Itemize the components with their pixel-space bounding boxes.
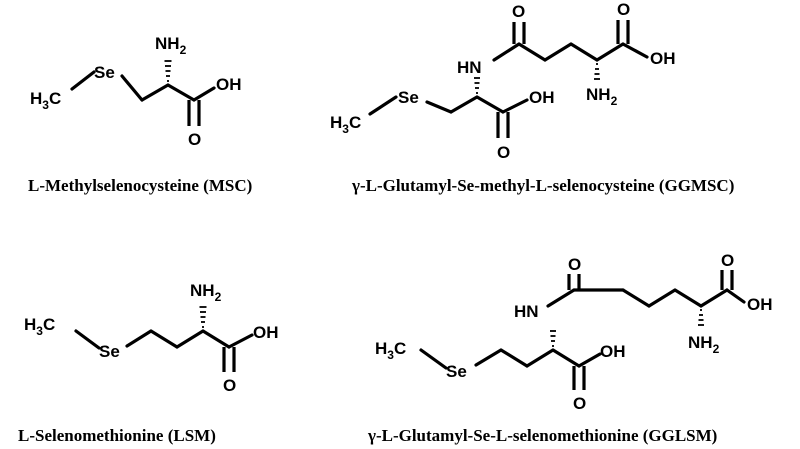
bond bbox=[425, 100, 453, 114]
bond bbox=[149, 329, 179, 349]
bond bbox=[474, 348, 503, 367]
selenium-label: Se bbox=[446, 362, 467, 381]
bond bbox=[70, 70, 96, 91]
structure-gglsm: O O OH HN NH2 H3C Se OH O γ-L-Glutamyl-S… bbox=[367, 251, 773, 445]
bond bbox=[546, 288, 576, 308]
carbonyl-oxygen-label: O bbox=[568, 255, 581, 274]
caption-gglsm: γ-L-Glutamyl-Se-L-selenomethionine (GGLS… bbox=[367, 426, 717, 445]
bond bbox=[227, 333, 254, 349]
bond bbox=[120, 74, 144, 102]
bond bbox=[569, 42, 599, 62]
selenium-label: Se bbox=[94, 63, 115, 82]
amide-nh-label: HN bbox=[457, 58, 482, 77]
hashed-wedge-bond bbox=[698, 309, 704, 326]
methyl-label: H3C bbox=[330, 113, 361, 136]
bond bbox=[475, 95, 505, 114]
structure-ggmsc: O O OH HN NH2 Se H3C OH O γ-L-Glutamyl-S… bbox=[330, 0, 734, 195]
caption-msc: L-Methylselenocysteine (MSC) bbox=[28, 176, 252, 195]
nh2-label: NH2 bbox=[190, 281, 222, 304]
hydroxyl-label: OH bbox=[747, 295, 773, 314]
caption-lsm: L-Selenomethionine (LSM) bbox=[18, 426, 216, 445]
structure-lsm: NH2 H3C Se OH O L-Selenomethionine (LSM) bbox=[18, 281, 279, 445]
bond bbox=[125, 329, 153, 348]
bond bbox=[368, 95, 398, 116]
hydroxyl-label: OH bbox=[253, 323, 279, 342]
bond bbox=[419, 348, 448, 370]
bond bbox=[492, 42, 521, 62]
bond bbox=[673, 288, 703, 308]
bond bbox=[621, 288, 651, 308]
hashed-wedge-bond bbox=[594, 63, 600, 80]
bond bbox=[175, 329, 205, 349]
methyl-label: H3C bbox=[375, 339, 406, 362]
carbonyl-oxygen-label: O bbox=[223, 376, 236, 395]
hashed-wedge-bond bbox=[199, 306, 207, 328]
bond bbox=[192, 86, 216, 102]
hydroxyl-label: OH bbox=[216, 75, 242, 94]
hydroxyl-label: OH bbox=[650, 49, 676, 68]
selenium-label: Se bbox=[99, 342, 120, 361]
selenium-label: Se bbox=[398, 88, 419, 107]
hashed-wedge-bond bbox=[550, 330, 556, 347]
hydroxyl-label: OH bbox=[600, 342, 626, 361]
caption-ggmsc: γ-L-Glutamyl-Se-methyl-L-selenocysteine … bbox=[351, 176, 734, 195]
nh2-label: NH2 bbox=[586, 85, 618, 108]
bond bbox=[517, 42, 547, 62]
bond bbox=[525, 348, 555, 368]
bond bbox=[499, 348, 529, 368]
bond bbox=[449, 95, 479, 114]
carbonyl-oxygen-label: O bbox=[512, 2, 525, 21]
hashed-wedge-bond bbox=[164, 60, 172, 82]
bond bbox=[74, 329, 101, 350]
hashed-wedge-bond bbox=[474, 77, 480, 94]
nh2-label: NH2 bbox=[155, 34, 187, 57]
bond bbox=[699, 288, 729, 308]
methyl-label: H3C bbox=[24, 315, 55, 338]
bond bbox=[551, 348, 581, 368]
bond bbox=[577, 352, 602, 368]
amide-nh-label: HN bbox=[514, 302, 539, 321]
methyl-label: H3C bbox=[30, 89, 61, 112]
bond bbox=[595, 42, 625, 62]
carboxyl-oxygen-label: O bbox=[721, 251, 734, 270]
bond bbox=[501, 98, 529, 114]
hydroxyl-label: OH bbox=[529, 88, 555, 107]
bond bbox=[166, 83, 196, 102]
carbonyl-oxygen-label: O bbox=[497, 143, 510, 162]
bond bbox=[543, 42, 573, 62]
bond bbox=[201, 329, 231, 349]
bond bbox=[647, 288, 677, 308]
bond bbox=[725, 288, 746, 304]
bond bbox=[140, 83, 170, 102]
carboxyl-oxygen-label: O bbox=[617, 0, 630, 19]
nh2-label: NH2 bbox=[688, 333, 720, 356]
carbonyl-oxygen-label: O bbox=[188, 130, 201, 149]
structure-msc: NH2 H3C Se OH O L-Methylselenocysteine (… bbox=[28, 34, 252, 195]
carbonyl-oxygen-label: O bbox=[573, 394, 586, 413]
bond bbox=[621, 42, 649, 59]
